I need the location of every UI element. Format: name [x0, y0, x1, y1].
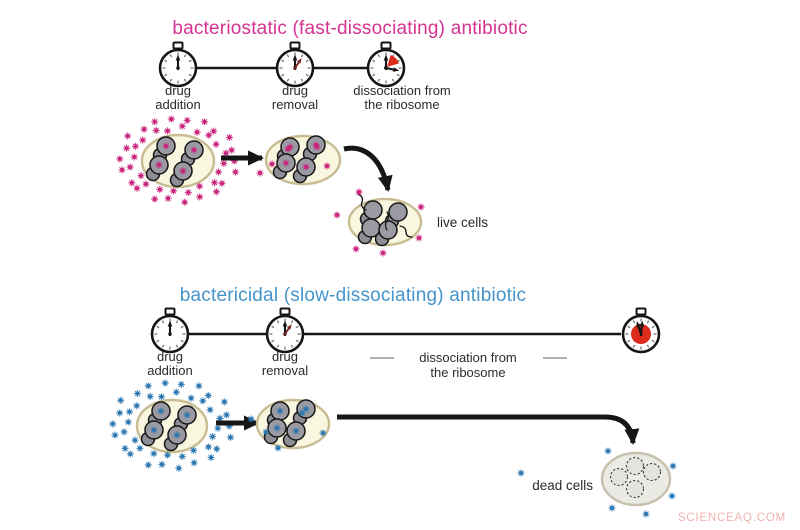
drug-addition-label-line2: addition — [155, 97, 201, 112]
dead-cells-label: dead cells — [532, 478, 593, 493]
drug-removal-label-line1: drug — [272, 349, 298, 364]
drug-removal-label-line1: drug — [282, 83, 308, 98]
drug-removal-label-line2: removal — [272, 97, 318, 112]
drug-addition-label-line1: drug — [165, 83, 191, 98]
mrna-squiggle — [357, 193, 367, 211]
bactericidal-title: bactericidal (slow-dissociating) antibio… — [180, 285, 527, 306]
bactericidal-panel: bactericidal (slow-dissociating) antibio… — [108, 285, 678, 519]
bacteriostatic-cells: live cells — [115, 114, 488, 258]
live-cells — [332, 187, 426, 258]
drug-addition-label-line1: drug — [157, 349, 183, 364]
watermark: SCIENCEAQ.COM — [678, 512, 786, 524]
dissociation-label-line2: the ribosome — [430, 365, 505, 380]
bacteriostatic-panel: bacteriostatic (fast-dissociating) antib… — [115, 18, 527, 258]
stopwatch-dissociation-icon — [366, 41, 406, 88]
dead-cells — [516, 446, 678, 519]
stopwatch-full-elapsed-icon — [621, 307, 661, 354]
drug-addition-label-line2: addition — [147, 363, 193, 378]
mrna-squiggle — [399, 225, 413, 238]
curved-arrow-icon — [343, 145, 393, 192]
mrna-squiggle — [384, 211, 390, 231]
bactericidal-cells: dead cells — [108, 378, 678, 519]
long-elbow-arrow-icon — [337, 414, 640, 445]
dissociation-label-line1: dissociation from — [419, 350, 517, 365]
cell-drug-bound — [246, 398, 331, 453]
dissociation-label-line2: the ribosome — [364, 97, 439, 112]
cell-drug-surrounded — [115, 114, 240, 207]
live-cells-label: live cells — [437, 215, 488, 230]
bacteriostatic-title: bacteriostatic (fast-dissociating) antib… — [172, 18, 527, 39]
cell-drug-bound — [255, 134, 342, 186]
cell-drug-surrounded — [108, 378, 235, 473]
drug-removal-label-line2: removal — [262, 363, 308, 378]
dissociation-label-line1: dissociation from — [353, 83, 451, 98]
stopwatch-drug-addition-icon — [158, 41, 198, 88]
stopwatch-drug-addition-icon — [150, 307, 190, 354]
stopwatch-drug-removal-icon — [265, 307, 305, 354]
stopwatch-drug-removal-icon — [275, 41, 315, 88]
